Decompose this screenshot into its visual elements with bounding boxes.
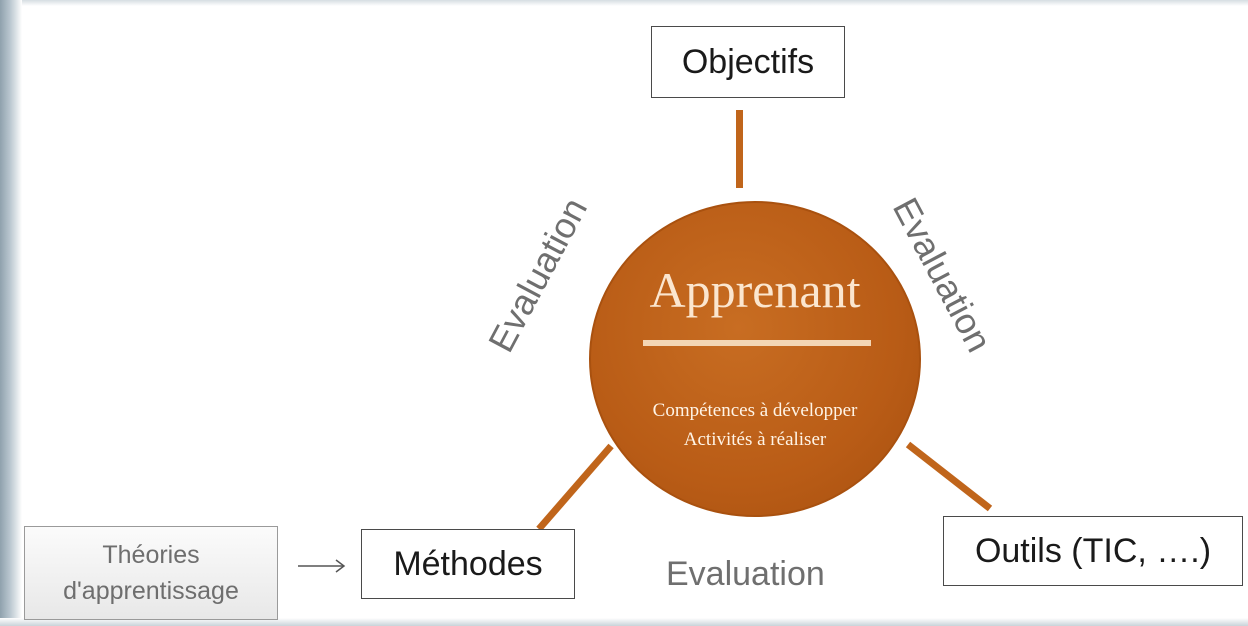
background-edge-bottom bbox=[0, 618, 1248, 626]
connector-methodes bbox=[536, 443, 614, 532]
learner-activites-text: Activités à réaliser bbox=[683, 429, 827, 450]
background-edge-top bbox=[0, 0, 1248, 6]
learner-competences-text: Compétences à développer bbox=[652, 400, 858, 421]
learner-title: Apprenant bbox=[649, 262, 861, 318]
theories-line-1: Théories bbox=[102, 541, 200, 569]
node-outils: Outils (TIC, ….) bbox=[943, 516, 1243, 586]
connector-outils bbox=[905, 441, 993, 512]
learner-divider bbox=[643, 340, 871, 346]
node-methodes: Méthodes bbox=[361, 529, 575, 599]
theories-line-2: d'apprentissage bbox=[63, 577, 239, 605]
evaluation-label-left: Evaluation bbox=[479, 190, 596, 359]
arrow-theories-to-methodes bbox=[298, 559, 346, 573]
learner-circle: Apprenant Compétences à développer Activ… bbox=[589, 201, 921, 517]
node-objectifs: Objectifs bbox=[651, 26, 845, 98]
background-edge-left bbox=[0, 0, 22, 626]
evaluation-label-bottom: Evaluation bbox=[666, 555, 825, 593]
connector-objectifs bbox=[736, 110, 743, 188]
node-theories-apprentissage: Théories d'apprentissage bbox=[24, 526, 278, 620]
